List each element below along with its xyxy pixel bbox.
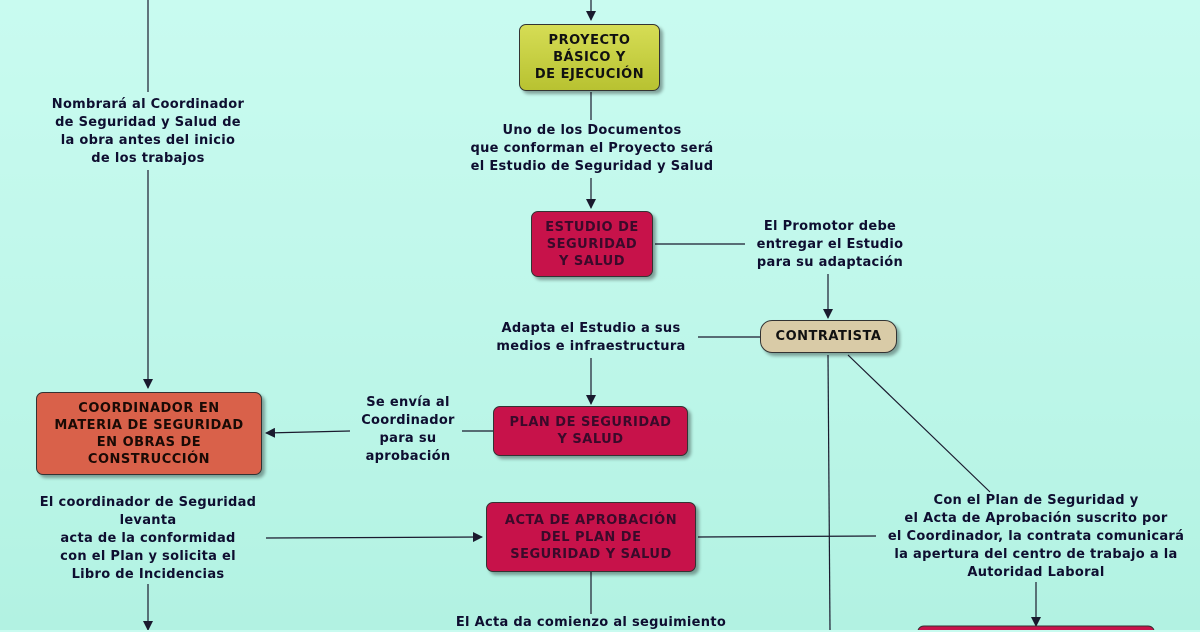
node-acta-label: ACTA DE APROBACIÓN DEL PLAN DE SEGURIDAD… bbox=[504, 512, 678, 562]
node-acta[interactable]: ACTA DE APROBACIÓN DEL PLAN DE SEGURIDAD… bbox=[486, 502, 696, 572]
line-contratista-down bbox=[827, 354, 831, 630]
bottom-right-node-edge bbox=[917, 625, 1155, 630]
node-plan[interactable]: PLAN DE SEGURIDAD Y SALUD bbox=[493, 406, 688, 456]
node-proyecto[interactable]: PROYECTO BÁSICO Y DE EJECUCIÓN bbox=[519, 24, 660, 91]
node-proyecto-label: PROYECTO BÁSICO Y DE EJECUCIÓN bbox=[534, 33, 645, 82]
node-plan-label: PLAN DE SEGURIDAD Y SALUD bbox=[509, 415, 672, 447]
label-nombrara: Nombrará al Coordinador de Seguridad y S… bbox=[51, 97, 245, 166]
node-coordinador[interactable]: COORDINADOR EN MATERIA DE SEGURIDAD EN O… bbox=[36, 392, 262, 475]
node-estudio-label: ESTUDIO DE SEGURIDAD Y SALUD bbox=[545, 219, 639, 269]
label-promotor: El Promotor debe entregar el Estudio par… bbox=[756, 219, 904, 270]
arrow-levanta-acta bbox=[265, 532, 483, 543]
label-seguimiento: El Acta da comienzo al seguimiento bbox=[455, 615, 727, 630]
line-acta-apertura bbox=[697, 535, 877, 538]
label-documentos: Uno de los Documentos que conforman el P… bbox=[470, 123, 714, 174]
label-levanta: El coordinador de Seguridad levanta acta… bbox=[39, 495, 257, 582]
label-adapta: Adapta el Estudio a sus medios e infraes… bbox=[496, 321, 686, 354]
line-contratista-apertura bbox=[847, 354, 991, 493]
node-contratista[interactable]: CONTRATISTA bbox=[760, 320, 897, 353]
label-envia: Se envía al Coordinador para su aprobaci… bbox=[361, 395, 455, 464]
arrow-envia-coordinador bbox=[265, 427, 351, 438]
node-contratista-label: CONTRATISTA bbox=[775, 329, 882, 344]
node-estudio[interactable]: ESTUDIO DE SEGURIDAD Y SALUD bbox=[531, 211, 653, 277]
label-apertura: Con el Plan de Seguridad y el Acta de Ap… bbox=[887, 493, 1185, 580]
node-coordinador-label: COORDINADOR EN MATERIA DE SEGURIDAD EN O… bbox=[54, 400, 244, 467]
